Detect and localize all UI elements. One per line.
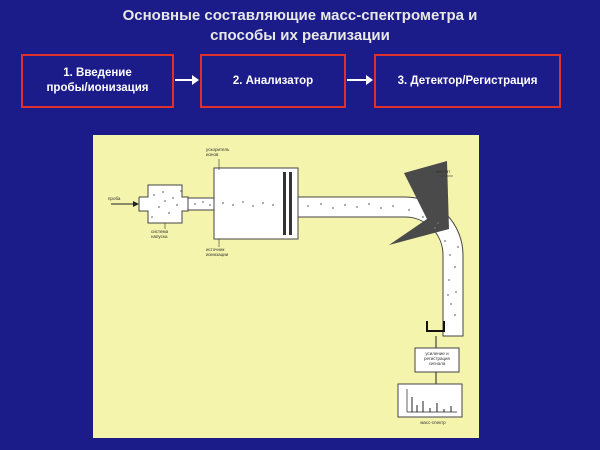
- step-3-label: 3. Детектор/Регистрация: [397, 74, 538, 87]
- probe-arrow-head: [133, 201, 139, 207]
- amplifier-box: [414, 347, 460, 373]
- detector-cup: [426, 321, 445, 332]
- title-line-2: способы их реализации: [210, 27, 390, 44]
- label-probe: проба: [108, 196, 121, 201]
- label-ion-source: источник ионизации: [206, 247, 229, 257]
- label-inlet-system: система напуска: [151, 229, 169, 239]
- step-1-line-2: пробы/ионизация: [46, 82, 149, 94]
- diagram-drawing: [111, 159, 464, 418]
- spectrum-peaks: [411, 397, 452, 412]
- label-mass-spectrum: масс-спектр: [420, 420, 446, 425]
- inlet-chamber: [138, 184, 189, 224]
- step-box-injection-ionization: 1. Введение пробы/ионизация: [21, 54, 174, 108]
- ion-particles: [151, 190, 459, 316]
- step-box-detector: 3. Детектор/Регистрация: [374, 54, 561, 108]
- accelerator-plate-2: [289, 172, 292, 235]
- title-line-1: Основные составляющие масс-спектрометра …: [122, 7, 478, 24]
- arrow-2-to-3: [347, 75, 373, 85]
- step-1-line-1: 1. Введение: [63, 67, 132, 79]
- mass-spectrometer-diagram: проба ускоритель ионов система напуска и…: [93, 135, 479, 438]
- slide-title: Основные составляющие масс-спектрометра …: [0, 6, 600, 46]
- arrow-1-to-2: [175, 75, 199, 85]
- accelerator-plate-1: [283, 172, 286, 235]
- step-2-label: 2. Анализатор: [232, 74, 314, 87]
- magnet-icon: [389, 161, 449, 245]
- label-magnet: магнит: [436, 169, 451, 174]
- label-accelerator: ускоритель ионов: [206, 147, 230, 157]
- label-amplifier: усиление и регистрация сигнала: [423, 351, 450, 366]
- step-box-analyzer: 2. Анализатор: [200, 54, 346, 108]
- inlet-neck: [187, 197, 215, 211]
